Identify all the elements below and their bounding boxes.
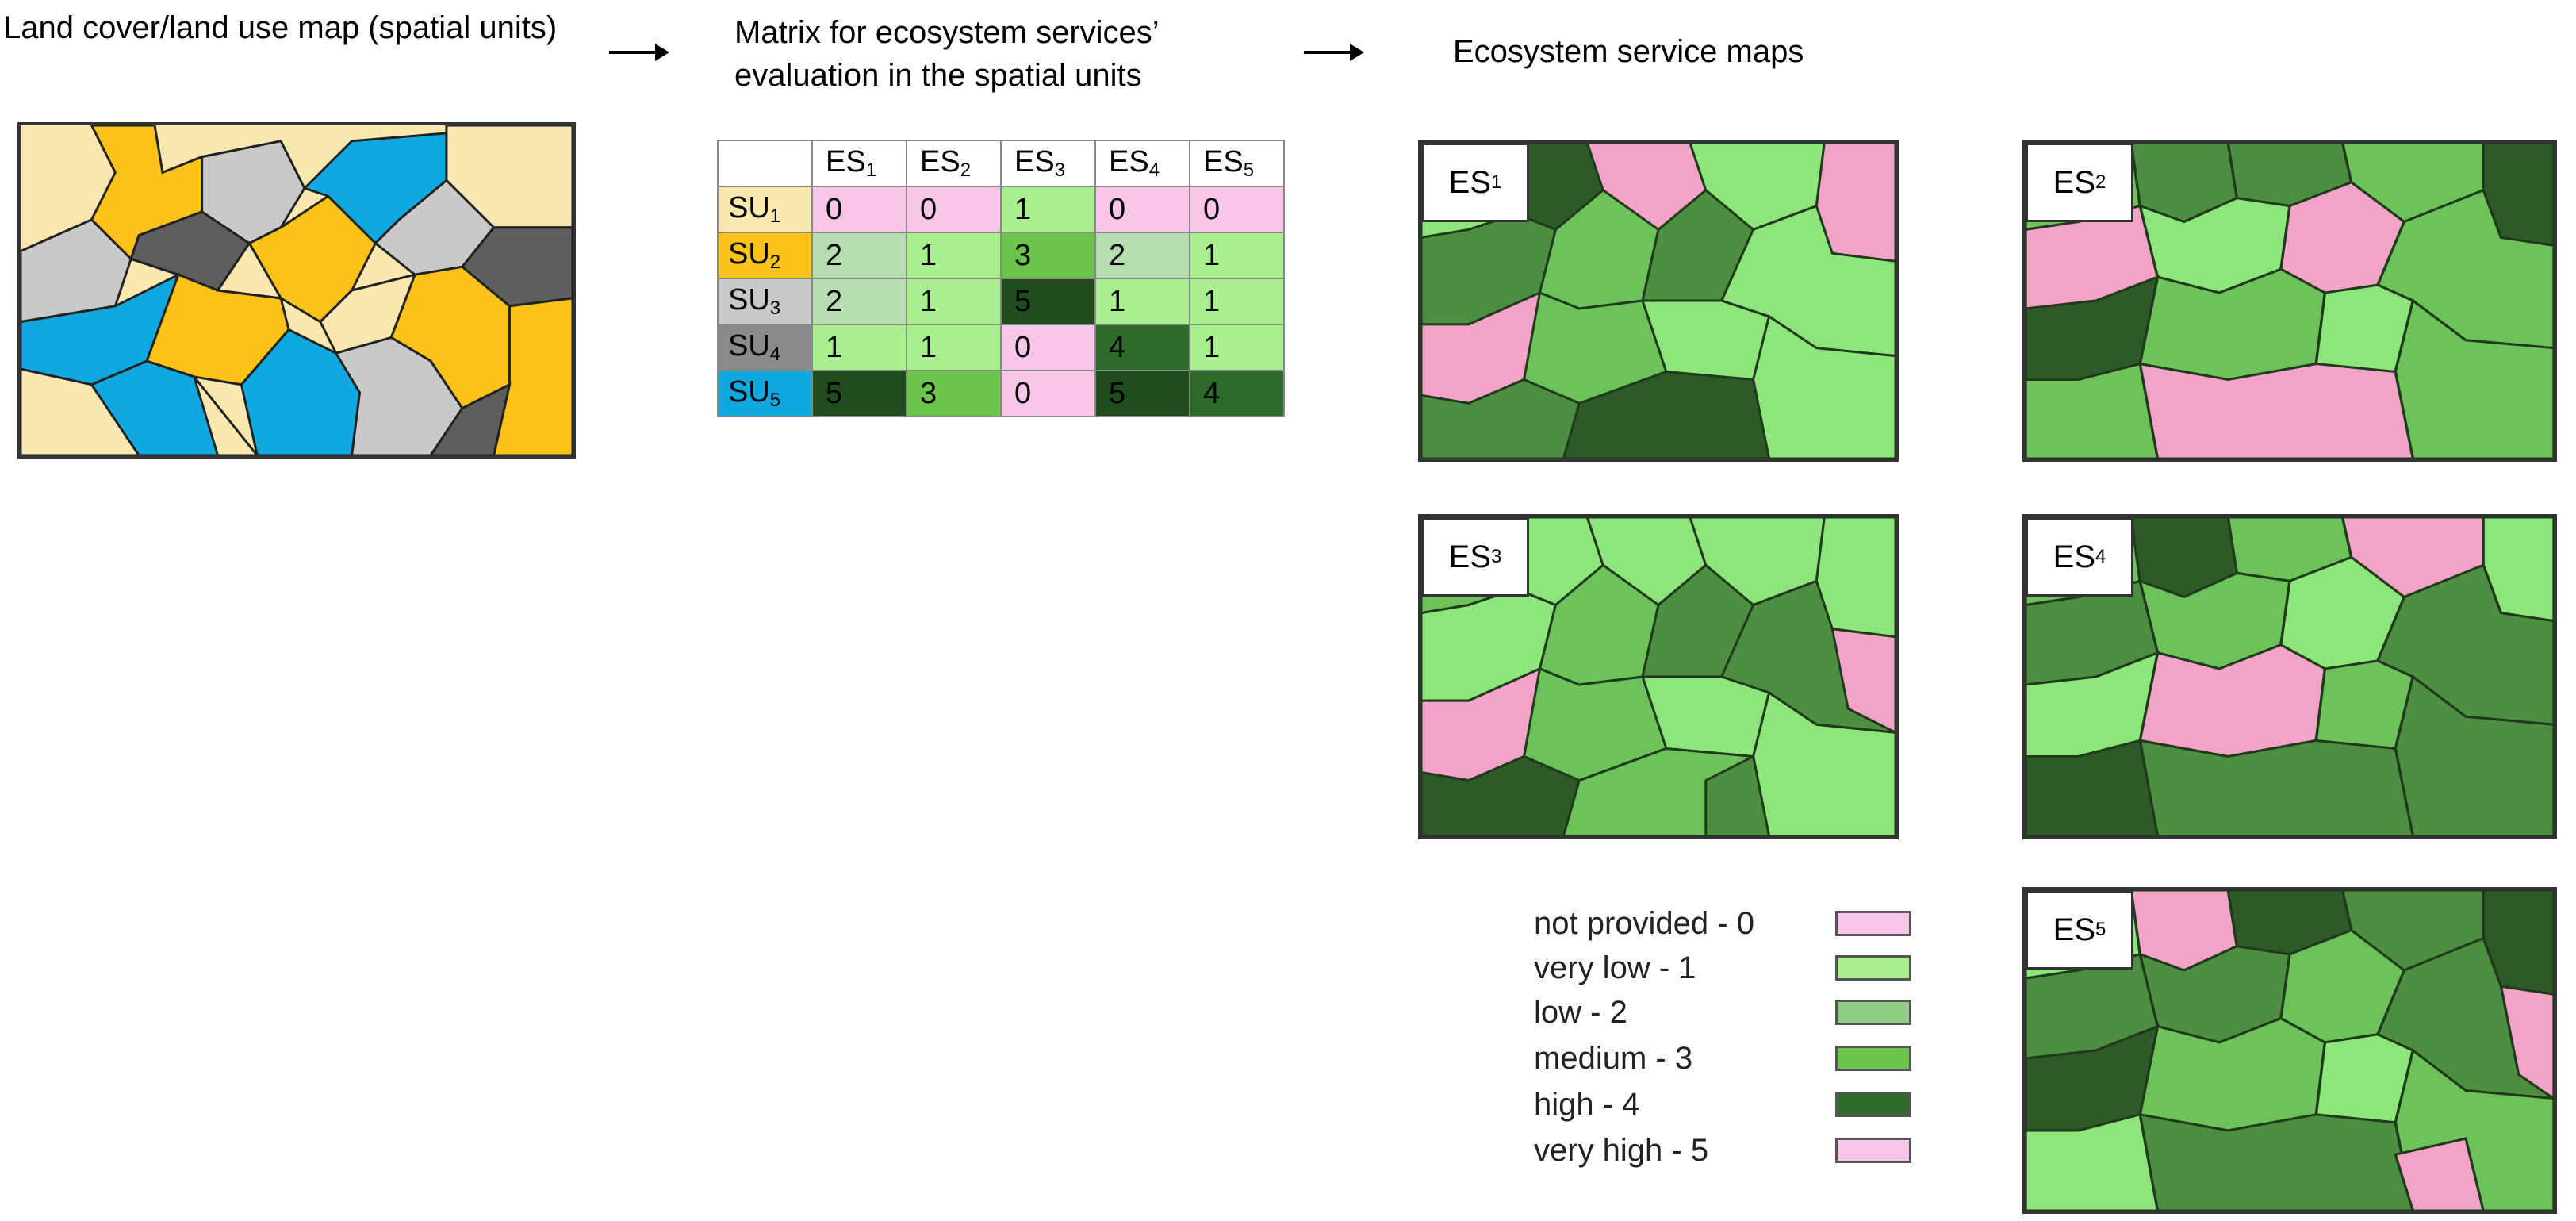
legend-item: very low - 1	[1534, 949, 1930, 987]
matrix-cell: 1	[811, 324, 907, 371]
matrix-cell: 1	[1189, 232, 1285, 279]
land-cover-heading: Land cover/land use map (spatial units)	[3, 10, 558, 45]
legend-item: high - 4	[1534, 1085, 1930, 1123]
matrix-cell: 1	[1000, 186, 1096, 233]
matrix-row: SU2 2 1 3 2 1	[717, 232, 1285, 279]
es-maps-heading: Ecosystem service maps	[1453, 34, 1804, 69]
legend-swatch	[1835, 1000, 1911, 1025]
matrix-row: SU5 5 3 0 5 4	[717, 370, 1285, 417]
matrix-cell: 3	[1000, 232, 1096, 279]
legend-label: medium - 3	[1534, 1041, 1693, 1076]
legend-label: high - 4	[1534, 1087, 1640, 1122]
matrix-col-header: ES5	[1189, 140, 1285, 187]
matrix-cell: 0	[1000, 324, 1096, 371]
matrix-cell: 1	[1189, 278, 1285, 325]
es1-map-regions	[1421, 143, 1896, 459]
matrix-row: SU1 0 0 1 0 0	[717, 186, 1285, 233]
legend-label: low - 2	[1534, 995, 1627, 1030]
legend-item: medium - 3	[1534, 1039, 1930, 1077]
matrix-cell: 0	[1189, 186, 1285, 233]
legend-label: very low - 1	[1534, 950, 1696, 985]
legend-label: not provided - 0	[1534, 906, 1754, 941]
matrix-row-header: SU4	[717, 324, 813, 371]
legend-swatch	[1835, 911, 1911, 936]
matrix-row-header: SU2	[717, 232, 813, 279]
ecosystem-services-matrix: ES1 ES2 ES3 ES4 ES5 SU1 0 0 1 0 0 SU2 2 …	[717, 140, 1285, 417]
matrix-col-header: ES1	[811, 140, 907, 187]
legend-swatch	[1835, 1138, 1911, 1163]
matrix-corner-cell	[717, 140, 813, 187]
matrix-cell: 0	[1094, 186, 1190, 233]
legend-swatch	[1835, 1046, 1911, 1071]
land-cover-map	[17, 122, 576, 459]
matrix-cell: 5	[1000, 278, 1096, 325]
matrix-cell: 4	[1189, 370, 1285, 417]
matrix-col-header: ES3	[1000, 140, 1096, 187]
matrix-col-header: ES4	[1094, 140, 1190, 187]
matrix-row-header: SU1	[717, 186, 813, 233]
matrix-cell: 4	[1094, 324, 1190, 371]
matrix-cell: 3	[906, 370, 1002, 417]
legend-swatch	[1835, 1092, 1911, 1117]
matrix-cell: 2	[1094, 232, 1190, 279]
legend-item: low - 2	[1534, 993, 1930, 1031]
legend-swatch	[1835, 955, 1911, 981]
matrix-cell: 1	[1094, 278, 1190, 325]
matrix-heading: Matrix for ecosystem services’ evaluatio…	[734, 15, 1159, 93]
matrix-header-row: ES1 ES2 ES3 ES4 ES5	[717, 140, 1285, 187]
matrix-cell: 1	[1189, 324, 1285, 371]
legend-item: very high - 5	[1534, 1131, 1930, 1169]
matrix-row-header: SU3	[717, 278, 813, 325]
matrix-cell: 2	[811, 278, 907, 325]
arrow-icon-1	[609, 44, 669, 61]
matrix-cell: 1	[906, 324, 1002, 371]
matrix-row-header: SU5	[717, 370, 813, 417]
matrix-cell: 0	[906, 186, 1002, 233]
matrix-cell: 1	[906, 232, 1002, 279]
matrix-cell: 1	[906, 278, 1002, 325]
matrix-row: SU4 1 1 0 4 1	[717, 324, 1285, 371]
matrix-cell: 5	[811, 370, 907, 417]
legend-label: very high - 5	[1534, 1133, 1709, 1168]
matrix-cell: 0	[811, 186, 907, 233]
matrix-row: SU3 2 1 5 1 1	[717, 278, 1285, 325]
legend-item: not provided - 0	[1534, 904, 1930, 943]
matrix-col-header: ES2	[906, 140, 1002, 187]
matrix-cell: 2	[811, 232, 907, 279]
matrix-cell: 0	[1000, 370, 1096, 417]
matrix-cell: 5	[1094, 370, 1190, 417]
arrow-icon-2	[1304, 44, 1364, 61]
